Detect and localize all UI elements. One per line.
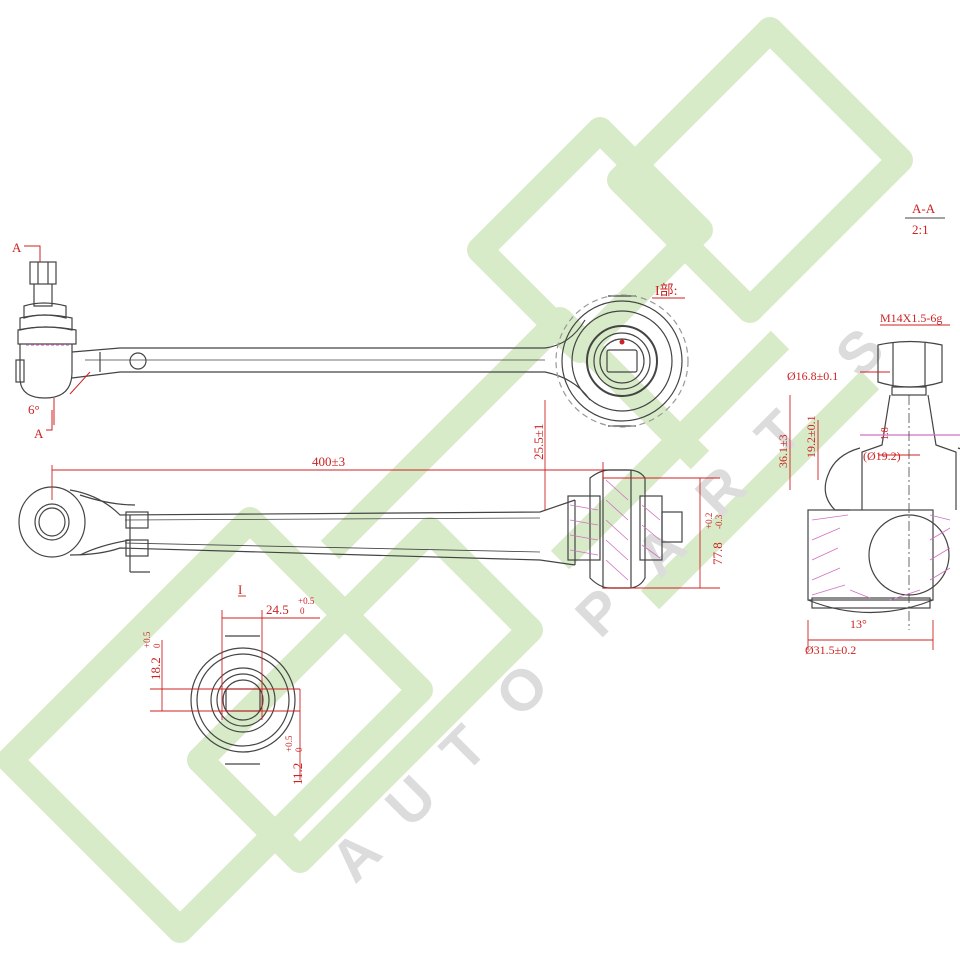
section-mark-bottom: A	[34, 426, 44, 441]
detail-tag: I	[238, 582, 242, 597]
section-mark-top: A	[12, 240, 22, 255]
length-dimension: 400±3	[312, 454, 345, 469]
control-arm-top	[71, 319, 591, 401]
watermark-text: A U T O P A R T S	[318, 316, 896, 894]
watermark: A U T O P A R T S	[0, 17, 913, 943]
slot-width-tol-upper: +0.5	[298, 596, 315, 606]
taper-height-dimension: 19.2±0.1	[804, 415, 818, 458]
top-view	[15, 261, 689, 428]
section-dimension-lines	[789, 324, 950, 650]
bushing-hatch	[569, 479, 661, 581]
section-hatch	[811, 514, 951, 601]
watermark-logo	[0, 17, 913, 943]
detail-circle	[555, 294, 689, 428]
side-dimension-lines	[51, 400, 720, 589]
bushing-offset-dimension: 25.5±1	[531, 424, 546, 460]
watermark-letter: P	[563, 576, 636, 649]
housing-diameter-dimension: Ø31.5±0.2	[805, 643, 856, 657]
section-stud	[860, 394, 960, 630]
slot-height-dimension: 18.2	[148, 657, 163, 680]
slot-width-tol-lower: 0	[300, 606, 305, 616]
slot-height-tol-upper: +0.5	[142, 631, 152, 648]
bore-height-tol-lower: 0	[294, 747, 304, 752]
section-boot	[824, 447, 960, 511]
bushing-diameter-tol-lower: -0.3	[714, 514, 724, 529]
section-scale: 2:1	[912, 222, 929, 237]
detail-dimension-lines	[150, 595, 320, 780]
section-title: A-A	[912, 201, 936, 216]
bushing-diameter-dimension: 77.8	[710, 542, 725, 565]
side-dimension-text: 400±3 25.5±1 77.8 +0.2 -0.3	[312, 424, 725, 565]
bushing-side	[567, 469, 683, 589]
section-housing	[807, 509, 950, 614]
bore-height-dimension: 11.2	[290, 763, 305, 785]
top-view-labels: A A 6° I部:	[12, 240, 678, 441]
side-view	[18, 469, 683, 589]
bushing-eye-top	[561, 295, 683, 427]
stud-diameter-dimension: Ø16.8±0.1	[787, 369, 838, 383]
bushing-diameter-tol-upper: +0.2	[704, 513, 714, 529]
ball-angle-dimension: 13°	[850, 617, 867, 631]
detail-mark: I部:	[655, 283, 678, 299]
bore-height-tol-upper: +0.5	[284, 735, 294, 752]
angle-label: 6°	[28, 402, 40, 417]
taper-ratio-dimension: 1:8	[880, 427, 891, 440]
control-arm-side	[69, 489, 576, 573]
section-arrows	[24, 245, 685, 431]
ball-joint-stud	[15, 261, 77, 399]
taper-diameter-dimension: (Ø19.2)	[863, 449, 901, 463]
slot-width-dimension: 24.5	[266, 602, 289, 617]
overall-height-dimension: 36.1±3	[776, 434, 790, 468]
thread-dimension: M14X1.5-6g	[880, 311, 942, 325]
detail-dimension-text: I 24.5 +0.5 0 18.2 +0.5 0 11.2 +0.5 0	[142, 582, 315, 785]
section-title-block: A-A 2:1	[905, 201, 945, 237]
section-view	[807, 340, 960, 630]
slot-height-tol-lower: 0	[152, 643, 162, 648]
section-dimension-text: M14X1.5-6g Ø16.8±0.1 36.1±3 19.2±0.1 1:8…	[776, 311, 942, 657]
